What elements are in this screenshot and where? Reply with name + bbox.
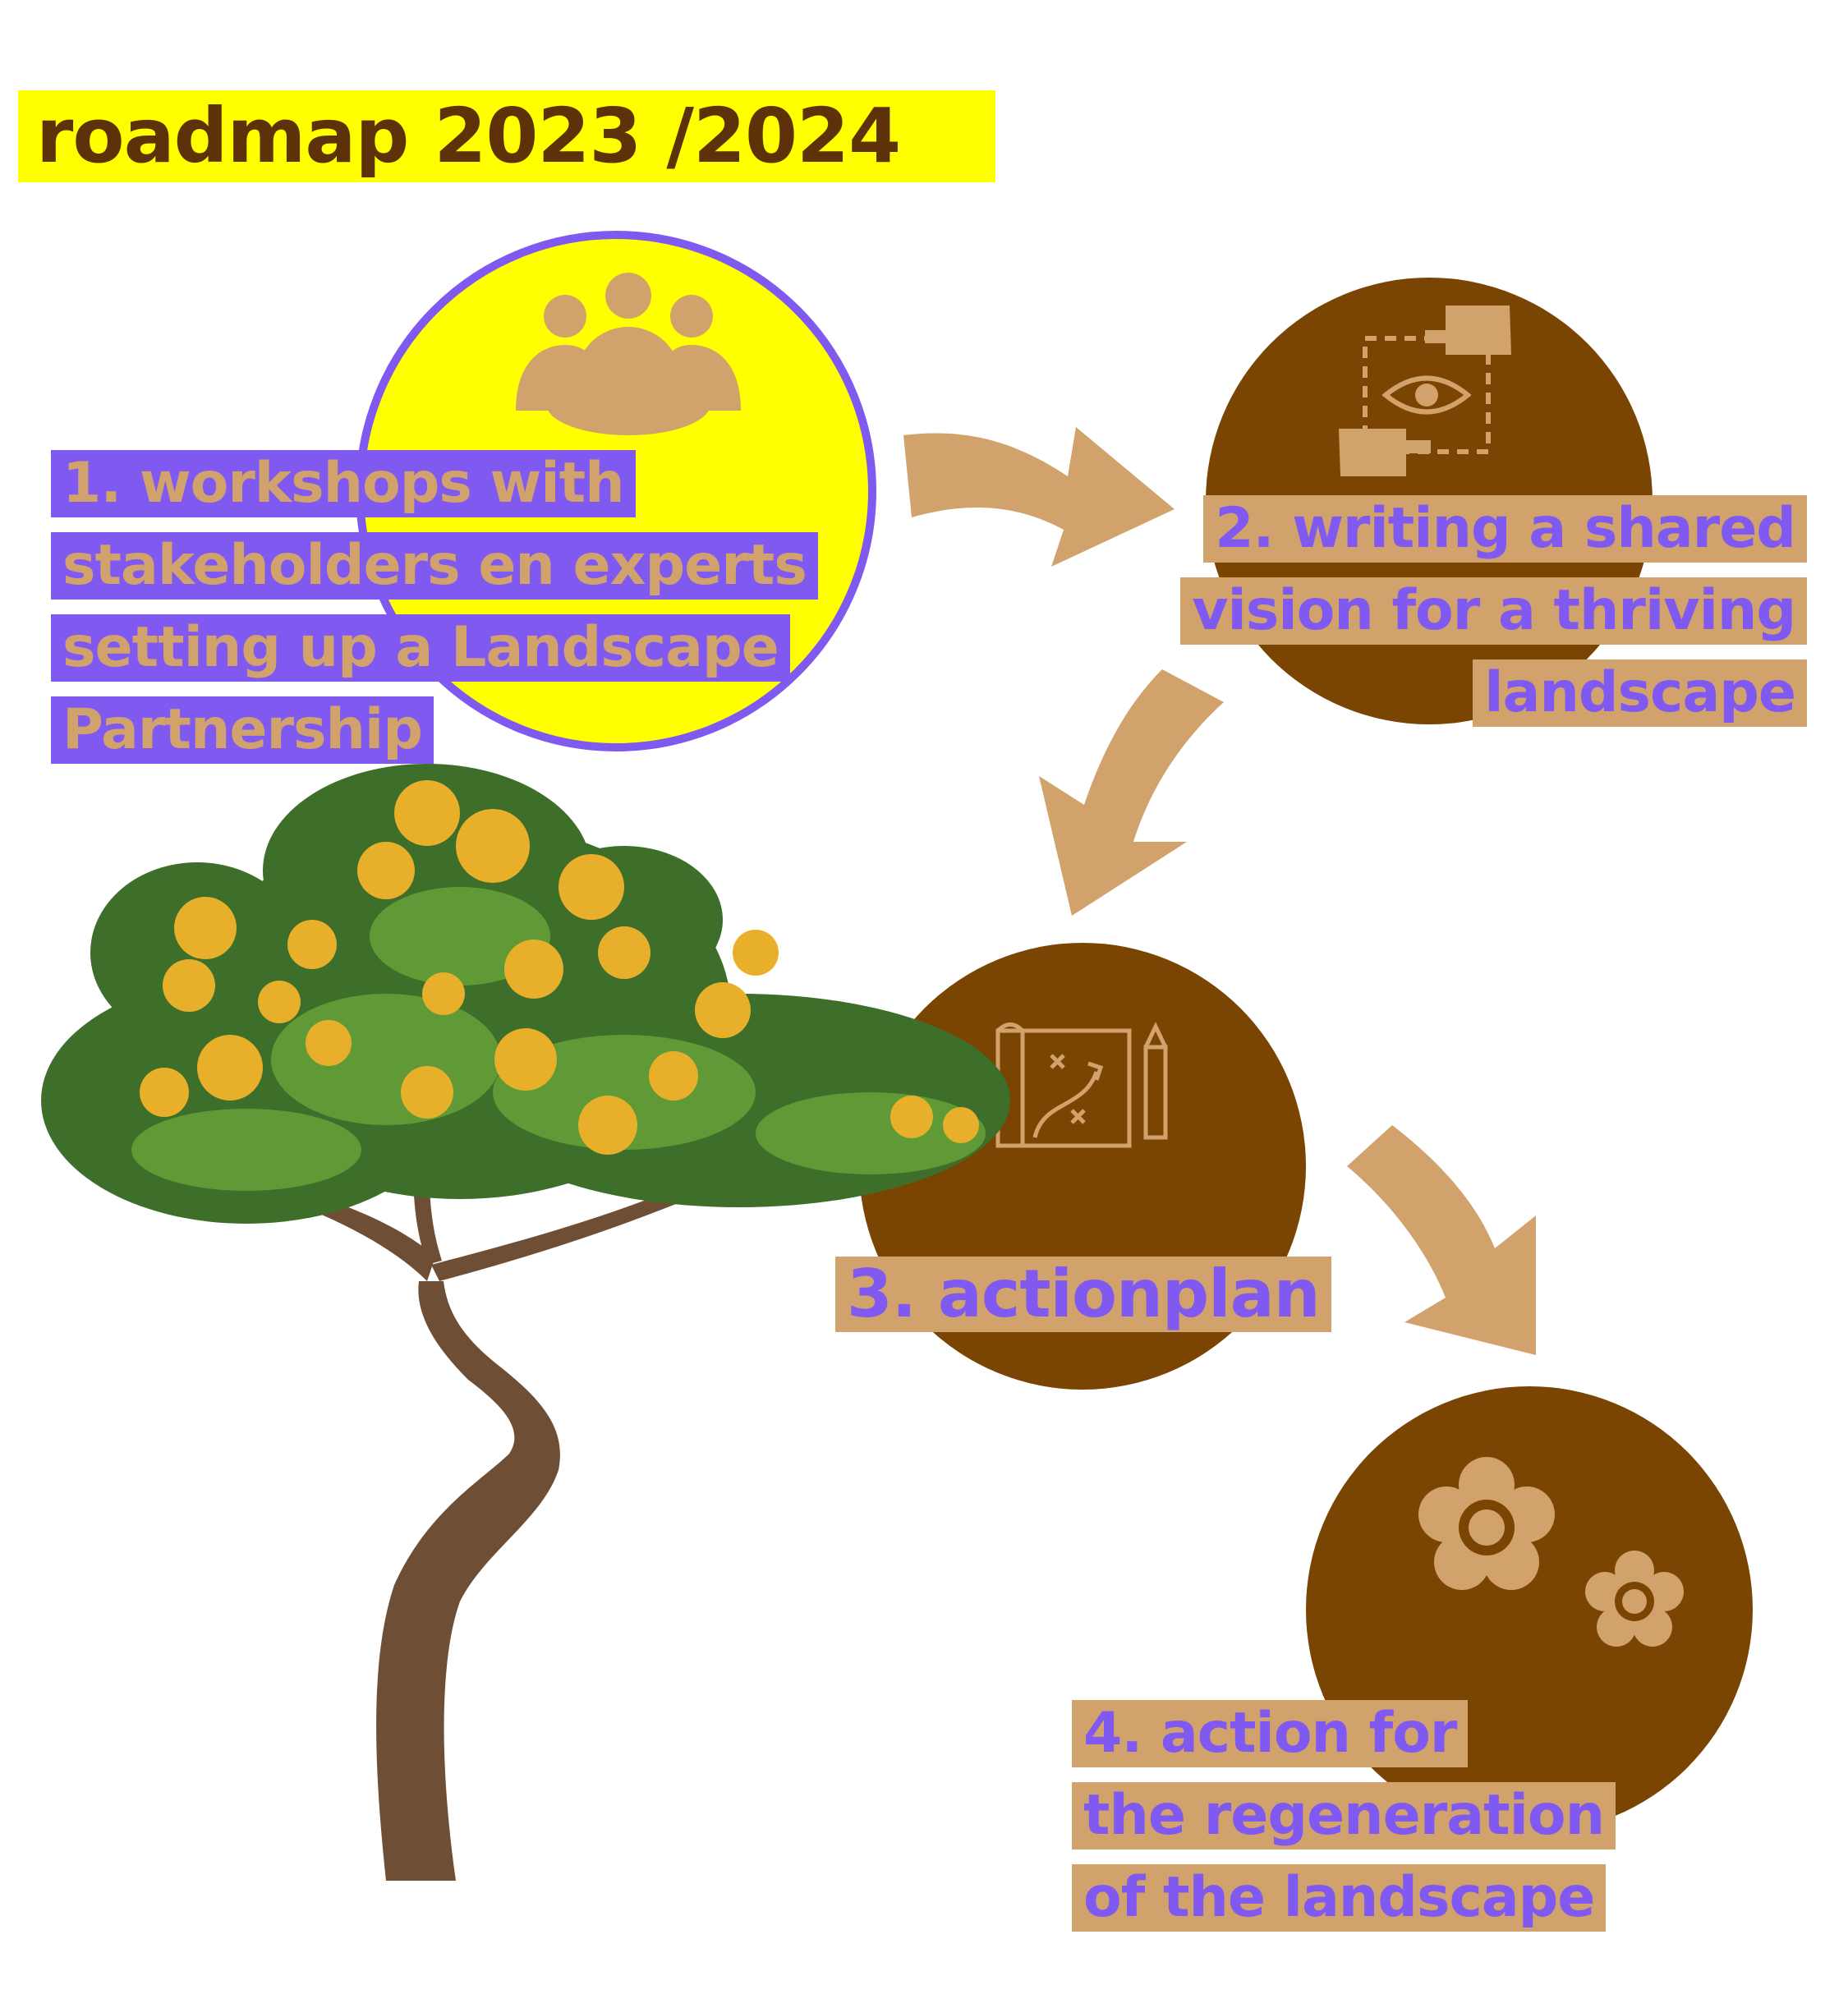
- step-2-line: 2. writing a shared: [1203, 495, 1807, 563]
- step-4-line: 4. action for: [1072, 1700, 1469, 1767]
- roadmap-title: roadmap 2023 /2024: [18, 90, 995, 182]
- people-meeting-icon: [516, 273, 741, 435]
- step-1-line: Partnership: [51, 696, 434, 764]
- arrow-1-to-2: [903, 427, 1175, 567]
- step-3-line: 3. actionplan: [835, 1257, 1331, 1332]
- step-3-label: 3. actionplan: [835, 1257, 1331, 1347]
- strategy-map-icon: [995, 1022, 1168, 1148]
- step-4-label: 4. action for the regeneration of the la…: [1072, 1700, 1616, 1946]
- eye-vision-icon: [1339, 306, 1511, 476]
- step-1-line: stakeholders en experts: [51, 532, 818, 600]
- step-4-line: the regeneration: [1072, 1782, 1616, 1849]
- step-2-line: vision for a thriving: [1180, 577, 1807, 645]
- step-4-line: of the landscape: [1072, 1864, 1607, 1932]
- step-1-line: 1. workshops with: [51, 450, 636, 517]
- arrow-2-to-3: [1039, 669, 1224, 916]
- flowering-tree-illustration: [41, 764, 1010, 1881]
- flowers-icon: [1418, 1457, 1684, 1647]
- step-1-line: setting up a Landscape: [51, 614, 790, 682]
- arrow-3-to-4: [1347, 1125, 1536, 1355]
- step-2-label: 2. writing a shared vision for a thrivin…: [1068, 495, 1807, 742]
- step-1-label: 1. workshops with stakeholders en expert…: [51, 450, 818, 779]
- step-2-line: landscape: [1473, 659, 1807, 727]
